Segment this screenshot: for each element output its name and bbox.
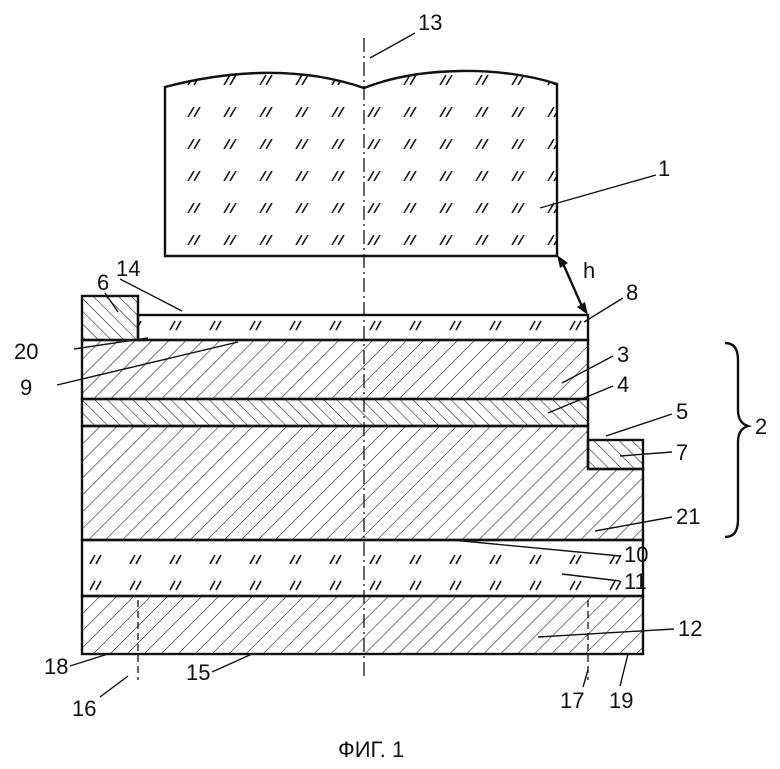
label-20: 20: [14, 339, 38, 364]
group-brace-2: [725, 343, 748, 537]
label-7: 7: [676, 440, 688, 465]
label-10: 10: [624, 542, 648, 567]
label-6: 6: [97, 270, 109, 295]
edge-block-6: [82, 296, 138, 340]
label-13: 13: [418, 10, 442, 35]
label-3: 3: [617, 342, 629, 367]
label-8: 8: [626, 280, 638, 305]
layer-4: [82, 399, 588, 426]
figure-caption: ФИГ. 1: [338, 737, 404, 762]
glass-layer-11: [82, 540, 643, 596]
label-17: 17: [560, 688, 584, 713]
label-4: 4: [617, 372, 629, 397]
label-21: 21: [676, 504, 700, 529]
label-16: 16: [72, 696, 96, 721]
label-11: 11: [624, 569, 647, 594]
substrate-layer-5: [82, 426, 643, 540]
label-2: 2: [755, 414, 767, 439]
gap-label: h: [583, 258, 595, 283]
label-18: 18: [44, 654, 68, 679]
label-5: 5: [676, 399, 688, 424]
base-layer-12: [82, 596, 643, 654]
glass-layer-8: [138, 315, 588, 340]
label-9: 9: [20, 375, 32, 400]
label-1: 1: [658, 156, 670, 181]
label-19: 19: [609, 688, 633, 713]
glass-body-1: [165, 71, 557, 256]
label-12: 12: [678, 616, 702, 641]
layer-3: [82, 340, 588, 399]
label-14: 14: [116, 256, 140, 281]
label-15: 15: [186, 660, 210, 685]
